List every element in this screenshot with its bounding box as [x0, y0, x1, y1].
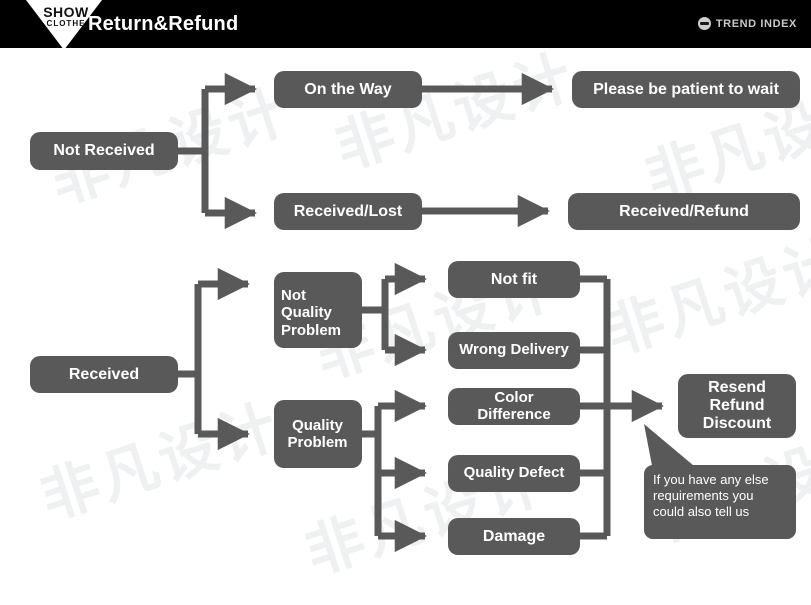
- node-quality-defect[interactable]: Quality Defect: [448, 455, 580, 492]
- trend-index-brand: TREND INDEX: [697, 17, 797, 30]
- node-quality-problem[interactable]: Quality Problem: [274, 400, 362, 468]
- node-please-be-patient-to-wait[interactable]: Please be patient to wait: [572, 71, 800, 108]
- node-received-lost[interactable]: Received/Lost: [274, 193, 422, 230]
- callout-line-1: If you have any else: [653, 472, 769, 487]
- node-line-3: Problem: [281, 321, 342, 339]
- node-line-1: Resend: [708, 378, 766, 396]
- node-resend-refund-discount[interactable]: Resend Refund Discount: [678, 374, 796, 438]
- node-line-2: Quality: [281, 304, 332, 322]
- node-line-1: Quality: [292, 416, 343, 434]
- node-received[interactable]: Received: [30, 356, 178, 393]
- brand-label: TREND INDEX: [715, 17, 797, 30]
- globe-icon: [697, 17, 711, 30]
- node-wrong-delivery[interactable]: Wrong Delivery: [448, 332, 580, 369]
- node-received-refund[interactable]: Received/Refund: [568, 193, 800, 230]
- callout-additional-requirements: If you have any else requirements you co…: [644, 465, 796, 539]
- page-title: Return&Refund: [88, 13, 239, 35]
- brand-logo: SHOW CLOTHE: [26, 0, 102, 50]
- callout-line-2: requirements you: [653, 487, 754, 503]
- node-line-1: Not: [281, 287, 306, 305]
- node-not-quality-problem[interactable]: Not Quality Problem: [274, 272, 362, 348]
- callout-line-3: could also tell us: [653, 503, 750, 519]
- node-not-received[interactable]: Not Received: [30, 132, 178, 170]
- node-color-difference[interactable]: Color Difference: [448, 388, 580, 425]
- logo-secondary-text: CLOTHE: [46, 19, 86, 28]
- logo-primary-text: SHOW: [43, 4, 89, 20]
- callout-pointer-icon: [644, 424, 706, 476]
- node-line-2: Refund: [709, 396, 765, 414]
- page-header: SHOW CLOTHE Return&Refund TREND INDEX: [0, 0, 811, 50]
- node-not-fit[interactable]: Not fit: [448, 261, 580, 298]
- triangle-logo-icon: [26, 0, 102, 50]
- node-on-the-way[interactable]: On the Way: [274, 71, 422, 108]
- node-line-2: Problem: [287, 434, 348, 451]
- node-line-3: Discount: [702, 415, 772, 433]
- node-damage[interactable]: Damage: [448, 518, 580, 555]
